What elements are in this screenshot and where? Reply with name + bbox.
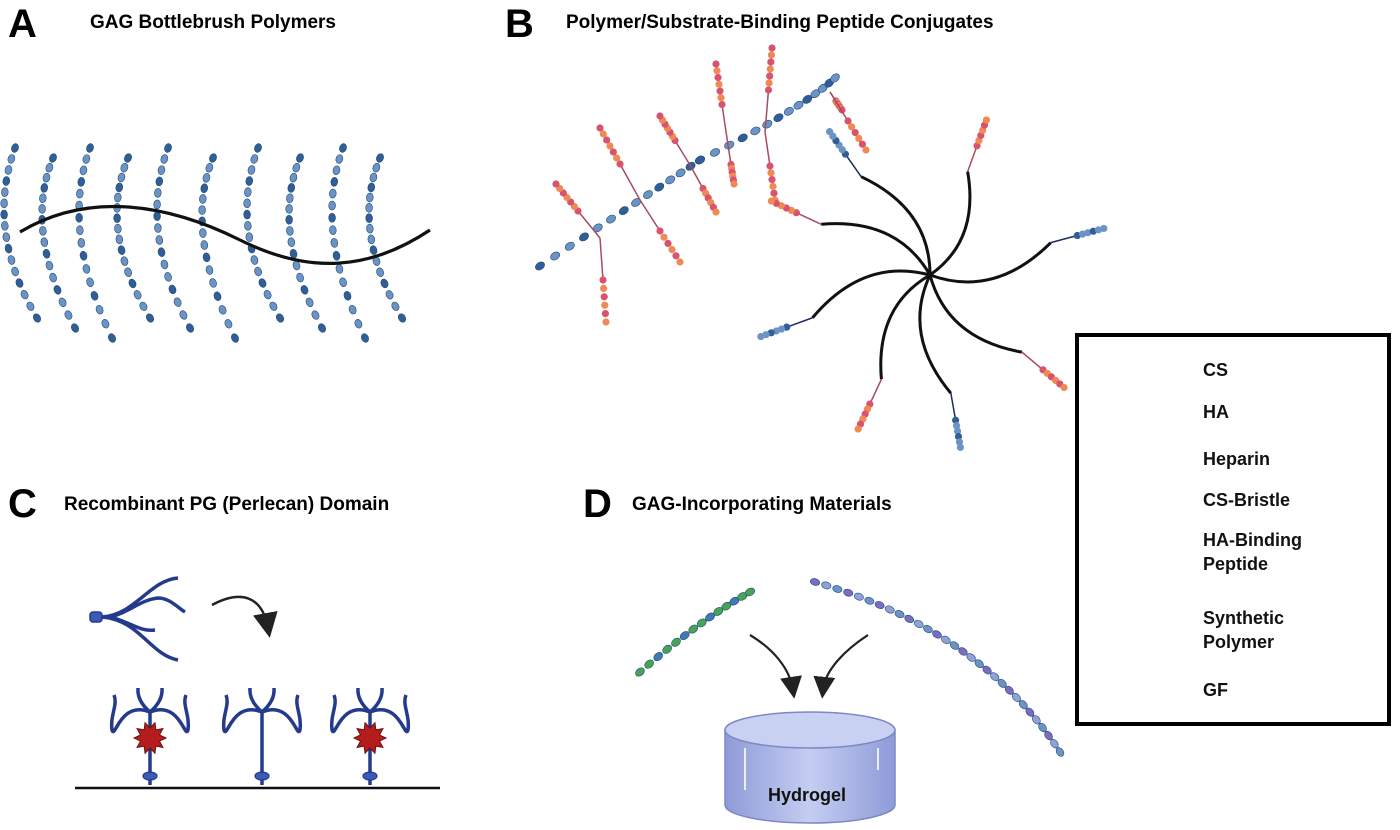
ha-binding-peptide (727, 160, 738, 188)
ha-binding-peptide (844, 117, 870, 154)
legend-label-ha-binding-peptide: HA-Binding Peptide (1203, 530, 1302, 574)
ha-binding-peptide (552, 180, 582, 215)
cs-bristle-link (844, 153, 862, 178)
ha-binding-peptide (764, 44, 776, 94)
growth-factor (352, 721, 388, 755)
cs-bristle-beads (826, 128, 849, 158)
anchored-perlecan-domain (109, 687, 191, 785)
peptide-link (764, 131, 771, 167)
cs-bristle-chain (75, 143, 116, 343)
star-arm (929, 241, 1052, 284)
peptide-link (674, 140, 691, 166)
peptide-link (966, 145, 978, 172)
ha-binding-peptide (766, 162, 779, 204)
legend-box (1075, 333, 1391, 726)
cs-bristle-chain (365, 153, 407, 323)
cs-bristle-chain (0, 143, 42, 323)
ha-binding-peptide (656, 112, 679, 145)
cs-bristle-chain (198, 153, 239, 343)
cs-bristle-chain (153, 143, 194, 333)
cs-bristle-chain (285, 153, 326, 333)
anchored-perlecan-domain (329, 687, 411, 785)
heparin-chain (635, 587, 756, 677)
peptide-link (619, 163, 641, 201)
panel-c-perlecan (75, 576, 440, 790)
star-arm (929, 171, 972, 277)
legend-label-ha: HA (1203, 402, 1229, 422)
peptide-link (1021, 351, 1044, 371)
cs-bristle-link (786, 317, 813, 328)
peptide-link (829, 91, 849, 122)
arrow-right (813, 634, 869, 699)
legend-label-heparin: Heparin (1203, 449, 1271, 469)
ha-binding-peptide (973, 116, 991, 150)
panel-c-title: Recombinant PG (Perlecan) Domain (64, 494, 390, 515)
ha-binding-peptide (767, 197, 800, 217)
legend-label-cs: CS (1203, 360, 1229, 380)
growth-factor (132, 721, 168, 755)
star-arm (860, 175, 932, 276)
panel-a-letter: A (8, 2, 37, 46)
ha-binding-peptide (599, 276, 610, 326)
free-perlecan-domain (89, 576, 186, 662)
star-arm (928, 274, 1023, 354)
cs-bristle-beads (1073, 224, 1108, 240)
ha-binding-peptide (1039, 366, 1068, 392)
panel-b-conjugates (535, 44, 1108, 451)
panel-a-title: GAG Bottlebrush Polymers (90, 12, 336, 33)
cs-bristle-beads (757, 323, 791, 341)
panel-d-materials (635, 578, 1065, 824)
star-arm (811, 269, 931, 319)
cs-bristle-beads (952, 416, 964, 451)
peptide-link (639, 199, 661, 232)
cs-bristle-chain (113, 153, 155, 323)
star-arm (918, 274, 952, 395)
cs-bristle-link (1050, 234, 1078, 244)
legend-label-cs-bristle: CS-Bristle (1203, 490, 1291, 510)
ha-binding-peptide (699, 184, 720, 216)
synthetic-backbone (19, 204, 431, 265)
cs-backbone-left (535, 155, 705, 271)
cs-bristle-chain (328, 143, 369, 343)
peptide-link (764, 89, 770, 133)
arrow-left (749, 634, 802, 699)
purple-gag-chain (809, 578, 1065, 757)
ha-binding-peptide (596, 124, 624, 168)
peptide-link (689, 164, 704, 189)
cs-backbone-right (694, 73, 840, 165)
panel-d-letter: D (583, 482, 612, 526)
peptide-link (796, 211, 822, 225)
ha-binding-peptide (656, 227, 684, 266)
panel-a-bottlebrush (0, 143, 431, 343)
hydrogel-cylinder (724, 711, 896, 824)
cs-bristle-link (950, 393, 957, 421)
panel-c-letter: C (8, 482, 37, 526)
hydrogel-label: Hydrogel (768, 785, 847, 805)
ha-binding-peptide (854, 400, 874, 433)
panel-d-title: GAG-Incorporating Materials (632, 494, 892, 515)
panel-b-letter: B (505, 2, 534, 46)
panel-b-title: Polymer/Substrate-Binding Peptide Conjug… (566, 12, 994, 33)
anchored-perlecan-domain (221, 687, 303, 785)
legend-label-gf: GF (1203, 680, 1228, 700)
peptide-link (721, 104, 729, 146)
peptide-link (577, 210, 601, 239)
peptide-link (869, 378, 883, 405)
star-arm (821, 222, 932, 276)
legend-label-synthetic-polymer: Synthetic Polymer (1203, 608, 1285, 652)
cs-bristle-chain (243, 143, 285, 323)
peptide-link (599, 237, 604, 281)
curved-arrow (211, 595, 278, 638)
ha-binding-peptide (712, 60, 726, 109)
cs-bristle-chain (38, 153, 79, 333)
star-arm (879, 273, 931, 380)
